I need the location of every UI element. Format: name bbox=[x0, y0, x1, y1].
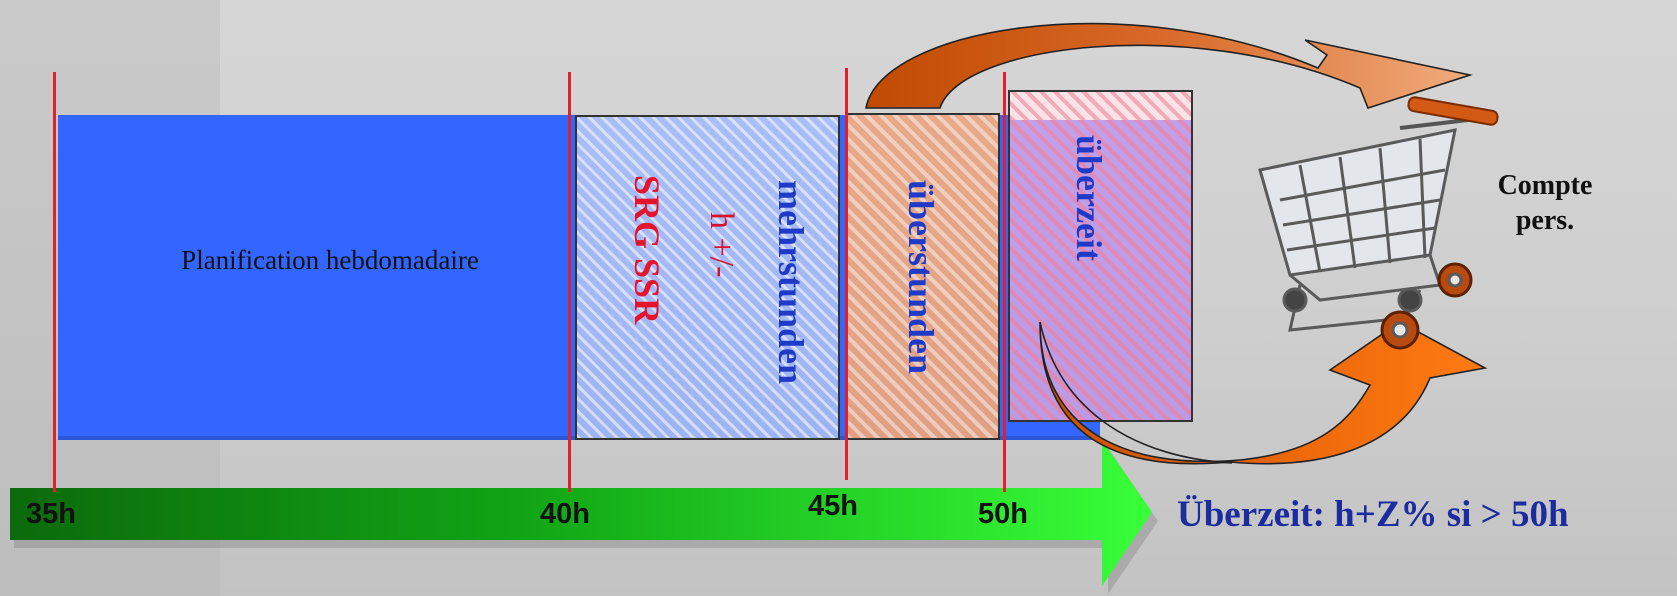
ueberzeit-label: überzeit bbox=[1069, 135, 1109, 261]
tick-label: 45h bbox=[808, 490, 858, 522]
ueberzeit-block-top bbox=[1008, 90, 1193, 120]
overtime-rule-caption: Überzeit: h+Z% si > 50h bbox=[1177, 494, 1569, 535]
plus-minus-label: h +/- bbox=[703, 212, 740, 278]
shopping-cart-icon bbox=[1258, 96, 1499, 350]
account-line-1: Compte bbox=[1497, 170, 1593, 201]
tick-label: 40h bbox=[540, 498, 590, 530]
mehrstunden-label: mehrstunden bbox=[771, 180, 811, 385]
curved-arrow-icon bbox=[865, 22, 1474, 109]
account-line-2: pers. bbox=[1515, 205, 1575, 236]
personal-account-label: Compte pers. bbox=[1475, 168, 1615, 238]
ueberstunden-label: überstunden bbox=[901, 180, 941, 375]
marker-35h bbox=[53, 72, 56, 492]
timeline-arrow bbox=[10, 440, 1158, 594]
planning-label: Planification hebdomadaire bbox=[181, 245, 479, 275]
tick-label: 35h bbox=[26, 498, 76, 530]
mehrstunden-block bbox=[575, 115, 840, 440]
curved-arrow-icon bbox=[1039, 321, 1488, 465]
marker-45h bbox=[845, 68, 848, 480]
srg-ssr-label: SRG SSR bbox=[627, 175, 667, 325]
marker-50h bbox=[1003, 72, 1006, 492]
tick-label: 50h bbox=[978, 498, 1028, 530]
marker-40h bbox=[568, 72, 571, 492]
ueberzeit-block bbox=[1008, 90, 1193, 422]
